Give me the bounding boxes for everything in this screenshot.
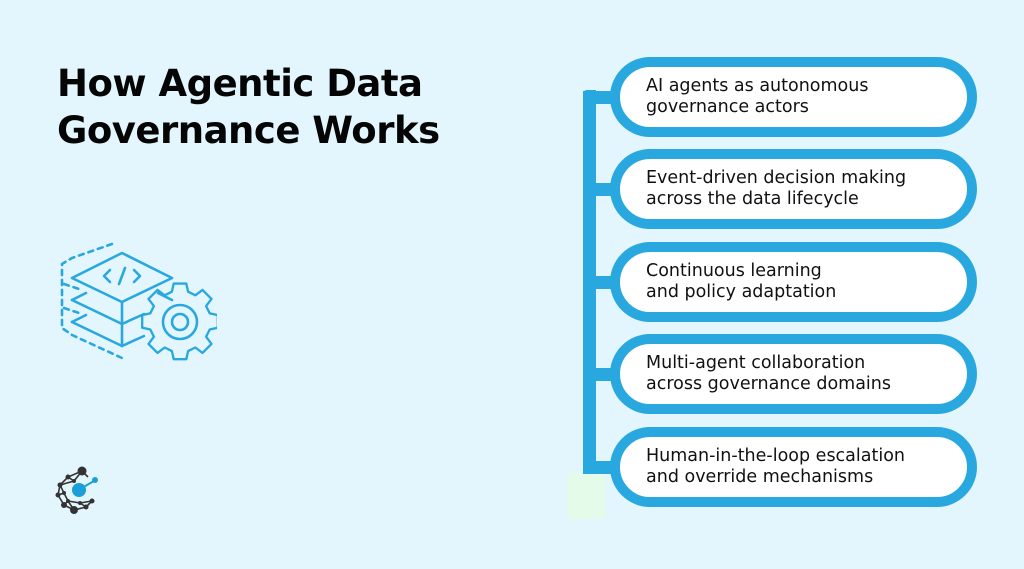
title-line-1: How Agentic Data (57, 62, 423, 105)
step-pill-5: Human-in-the-loop escalation and overrid… (610, 427, 977, 507)
step-label: AI agents as autonomous governance actor… (646, 76, 869, 117)
decorative-square (567, 473, 605, 519)
step-label: Multi-agent collaboration across governa… (646, 353, 891, 394)
step-pill-4: Multi-agent collaboration across governa… (610, 334, 977, 414)
network-nodes-logo-icon (55, 466, 98, 514)
code-layers-gear-icon (60, 242, 217, 361)
step-pill-2: Event-driven decision making across the … (610, 149, 977, 229)
step-pill-1: AI agents as autonomous governance actor… (610, 57, 977, 137)
step-label: Continuous learning and policy adaptatio… (646, 261, 837, 302)
step-label: Human-in-the-loop escalation and overrid… (646, 446, 906, 487)
step-pill-3: Continuous learning and policy adaptatio… (610, 242, 977, 322)
page-title: How Agentic Data Governance Works (57, 60, 440, 154)
title-line-2: Governance Works (57, 109, 440, 152)
step-label: Event-driven decision making across the … (646, 168, 907, 209)
